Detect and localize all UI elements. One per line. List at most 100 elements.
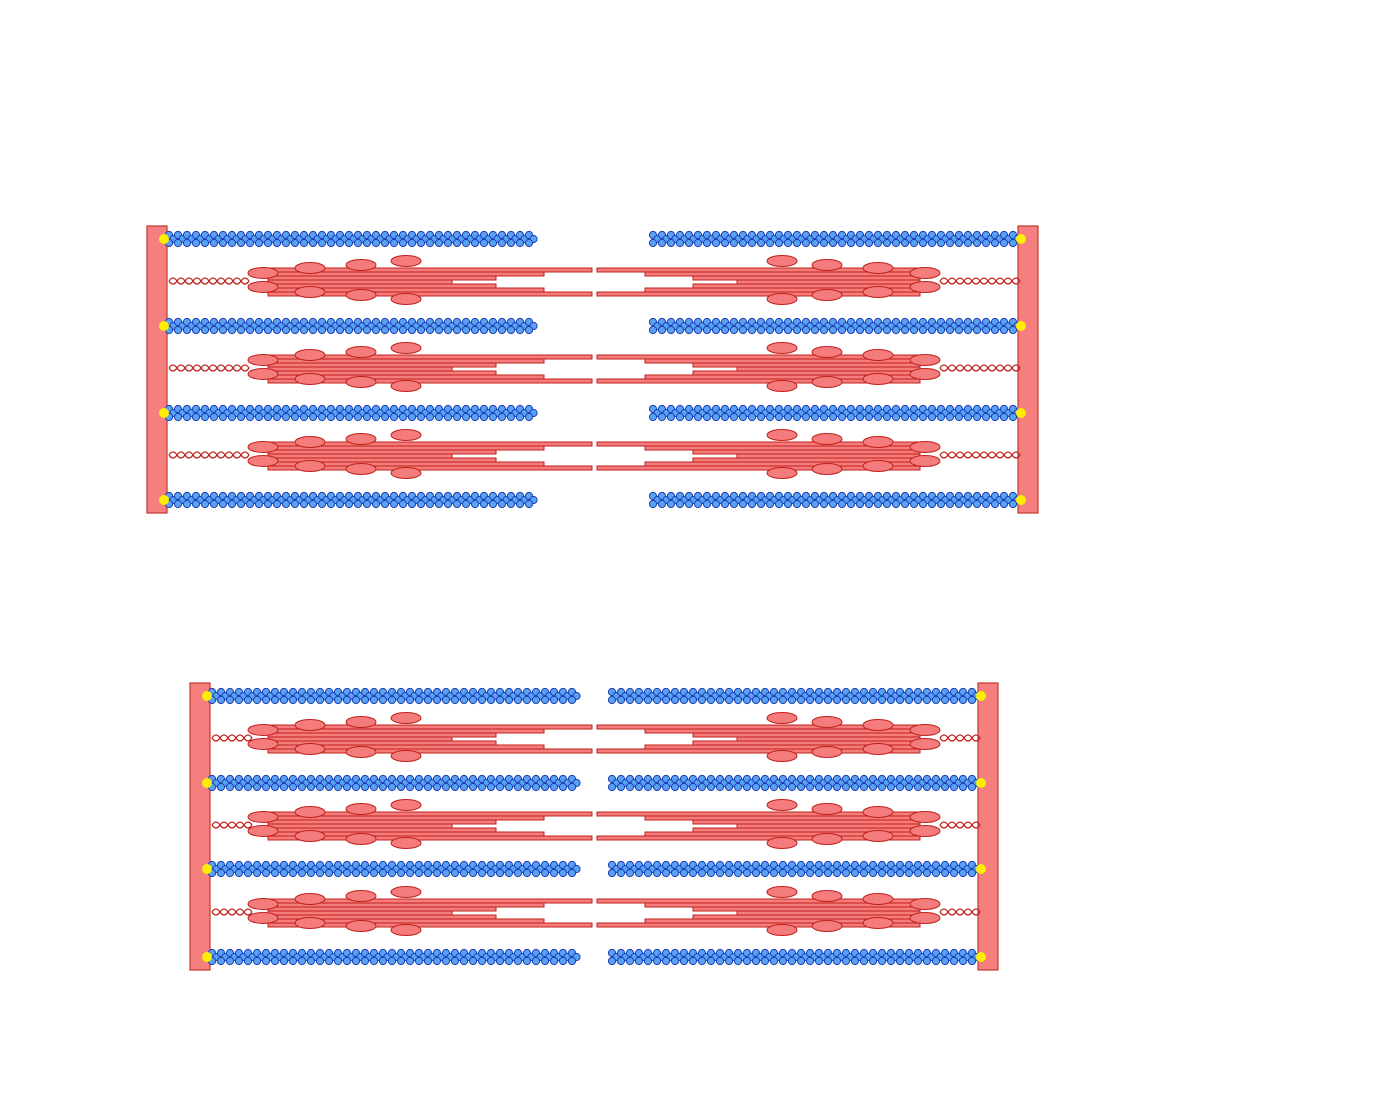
myosin-head xyxy=(811,259,843,271)
myosin-head xyxy=(766,342,798,354)
actin-filament xyxy=(207,948,581,966)
myosin-head xyxy=(909,811,941,823)
actin-filament xyxy=(648,230,1022,248)
actin-filament xyxy=(648,491,1022,509)
myosin-head xyxy=(909,281,941,293)
myosin-head xyxy=(247,825,279,837)
myosin-head xyxy=(294,460,326,472)
myosin-head xyxy=(294,262,326,274)
actin-filament xyxy=(164,317,538,335)
anchor-dot xyxy=(202,864,212,874)
myosin-head xyxy=(766,293,798,305)
myosin-head xyxy=(294,286,326,298)
anchor-dot xyxy=(976,691,986,701)
myosin-head xyxy=(247,724,279,736)
z-disc xyxy=(977,682,999,971)
myosin-head xyxy=(247,267,279,279)
myosin-head xyxy=(811,803,843,815)
myosin-head xyxy=(294,436,326,448)
myosin-head xyxy=(390,712,422,724)
myosin-head xyxy=(766,924,798,936)
myosin-head xyxy=(390,342,422,354)
myosin-head xyxy=(909,368,941,380)
myosin-head xyxy=(766,255,798,267)
myosin-head xyxy=(390,429,422,441)
myosin-head xyxy=(294,349,326,361)
myosin-head xyxy=(345,463,377,475)
titin-spring xyxy=(211,821,253,829)
myosin-left-half xyxy=(247,712,593,762)
myosin-head xyxy=(862,373,894,385)
myosin-head xyxy=(390,837,422,849)
myosin-head xyxy=(862,893,894,905)
actin-filament xyxy=(207,687,581,705)
anchor-dot xyxy=(1016,234,1026,244)
myosin-head xyxy=(247,811,279,823)
myosin-head xyxy=(909,267,941,279)
myosin-right-half xyxy=(596,429,941,479)
myosin-head xyxy=(247,738,279,750)
myosin-head xyxy=(345,376,377,388)
z-disc xyxy=(1017,225,1039,514)
contracted-sarcomere xyxy=(189,682,999,971)
anchor-dot xyxy=(159,321,169,331)
myosin-head xyxy=(862,917,894,929)
myosin-head xyxy=(345,746,377,758)
titin-spring xyxy=(211,908,253,916)
myosin-left-half xyxy=(247,255,593,305)
titin-spring xyxy=(939,908,981,916)
myosin-head xyxy=(909,724,941,736)
myosin-head xyxy=(345,259,377,271)
myosin-head xyxy=(909,455,941,467)
myosin-head xyxy=(345,803,377,815)
myosin-head xyxy=(247,898,279,910)
myosin-left-half xyxy=(247,799,593,849)
myosin-head xyxy=(862,286,894,298)
myosin-head xyxy=(247,912,279,924)
myosin-head xyxy=(766,429,798,441)
myosin-head xyxy=(390,924,422,936)
actin-filament xyxy=(164,404,538,422)
myosin-head xyxy=(862,806,894,818)
myosin-head xyxy=(345,920,377,932)
actin-filament xyxy=(607,774,981,792)
actin-filament xyxy=(207,860,581,878)
myosin-head xyxy=(345,346,377,358)
anchor-dot xyxy=(976,778,986,788)
titin-spring xyxy=(939,821,981,829)
myosin-head xyxy=(345,833,377,845)
myosin-right-half xyxy=(596,886,941,936)
myosin-head xyxy=(862,436,894,448)
myosin-head xyxy=(390,467,422,479)
myosin-head xyxy=(294,806,326,818)
myosin-head xyxy=(909,912,941,924)
myosin-right-half xyxy=(596,799,941,849)
myosin-head xyxy=(345,433,377,445)
myosin-head xyxy=(390,380,422,392)
actin-filament xyxy=(648,404,1022,422)
myosin-head xyxy=(862,743,894,755)
myosin-head xyxy=(811,289,843,301)
anchor-dot xyxy=(1016,321,1026,331)
myosin-head xyxy=(294,743,326,755)
myosin-right-half xyxy=(596,712,941,762)
myosin-head xyxy=(766,712,798,724)
actin-filament xyxy=(164,230,538,248)
z-disc xyxy=(189,682,211,971)
anchor-dot xyxy=(202,952,212,962)
myosin-head xyxy=(766,886,798,898)
myosin-head xyxy=(247,354,279,366)
relaxed-sarcomere xyxy=(146,225,1039,514)
myosin-right-half xyxy=(596,342,941,392)
myosin-head xyxy=(811,890,843,902)
myosin-left-half xyxy=(247,886,593,936)
myosin-head xyxy=(862,719,894,731)
myosin-head xyxy=(811,833,843,845)
myosin-head xyxy=(811,463,843,475)
anchor-dot xyxy=(159,234,169,244)
myosin-head xyxy=(247,441,279,453)
myosin-head xyxy=(862,830,894,842)
myosin-head xyxy=(909,898,941,910)
myosin-head xyxy=(390,799,422,811)
